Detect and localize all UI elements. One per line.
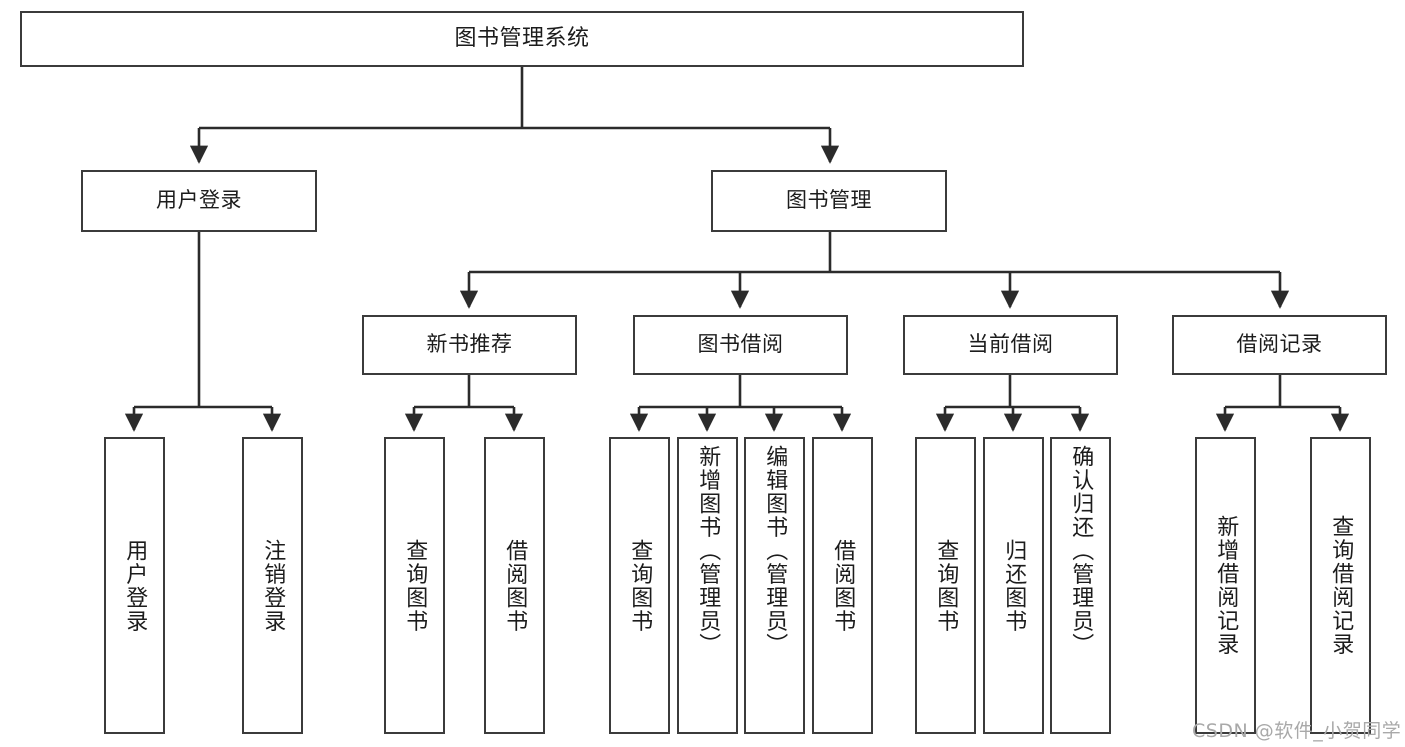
node-label: 图书管理 bbox=[786, 188, 872, 213]
leaf-user-login-signout[interactable]: 注销登录 bbox=[242, 437, 303, 734]
leaf-book-borrow-query[interactable]: 查询图书 bbox=[609, 437, 670, 734]
node-label: 当前借阅 bbox=[967, 332, 1054, 357]
node-book-borrow[interactable]: 图书借阅 bbox=[633, 315, 848, 375]
node-label: 借阅图书 bbox=[830, 538, 856, 633]
node-label: 注销登录 bbox=[260, 538, 286, 633]
node-book-management[interactable]: 图书管理 bbox=[711, 170, 947, 232]
node-root-book-management-system[interactable]: 图书管理系统 bbox=[20, 11, 1024, 67]
node-label: 查询图书 bbox=[402, 538, 428, 633]
node-label: 查询图书 bbox=[627, 538, 653, 633]
node-label: 图书管理系统 bbox=[454, 25, 590, 51]
leaf-book-borrow-lend[interactable]: 借阅图书 bbox=[812, 437, 873, 734]
node-label: 新书推荐 bbox=[426, 332, 513, 357]
node-label: 新增图书（管理员） bbox=[695, 445, 721, 657]
node-borrow-record[interactable]: 借阅记录 bbox=[1172, 315, 1387, 375]
node-user-login[interactable]: 用户登录 bbox=[81, 170, 317, 232]
node-label: 归还图书 bbox=[1001, 538, 1027, 633]
node-label: 查询图书 bbox=[933, 538, 959, 633]
node-label: 借阅记录 bbox=[1236, 332, 1323, 357]
node-label: 确认归还（管理员） bbox=[1068, 445, 1094, 657]
leaf-user-login-signin[interactable]: 用户登录 bbox=[104, 437, 165, 734]
node-label: 借阅图书 bbox=[502, 538, 528, 633]
leaf-new-book-borrow[interactable]: 借阅图书 bbox=[484, 437, 545, 734]
node-label: 用户登录 bbox=[122, 538, 148, 633]
leaf-book-borrow-add[interactable]: 新增图书（管理员） bbox=[677, 437, 738, 734]
leaf-current-borrow-query[interactable]: 查询图书 bbox=[915, 437, 976, 734]
leaf-current-borrow-return[interactable]: 归还图书 bbox=[983, 437, 1044, 734]
csdn-watermark: CSDN @软件_小贺同学 bbox=[1192, 720, 1402, 742]
leaf-borrow-record-query[interactable]: 查询借阅记录 bbox=[1310, 437, 1371, 734]
leaf-borrow-record-add[interactable]: 新增借阅记录 bbox=[1195, 437, 1256, 734]
node-new-book-recommend[interactable]: 新书推荐 bbox=[362, 315, 577, 375]
node-current-borrow[interactable]: 当前借阅 bbox=[903, 315, 1118, 375]
node-label: 编辑图书（管理员） bbox=[762, 445, 788, 657]
leaf-current-borrow-confirm-return[interactable]: 确认归还（管理员） bbox=[1050, 437, 1111, 734]
node-label: 新增借阅记录 bbox=[1213, 515, 1239, 656]
node-label: 用户登录 bbox=[156, 188, 242, 213]
leaf-new-book-query[interactable]: 查询图书 bbox=[384, 437, 445, 734]
leaf-book-borrow-edit[interactable]: 编辑图书（管理员） bbox=[744, 437, 805, 734]
node-label: 查询借阅记录 bbox=[1328, 515, 1354, 656]
node-label: 图书借阅 bbox=[697, 332, 784, 357]
